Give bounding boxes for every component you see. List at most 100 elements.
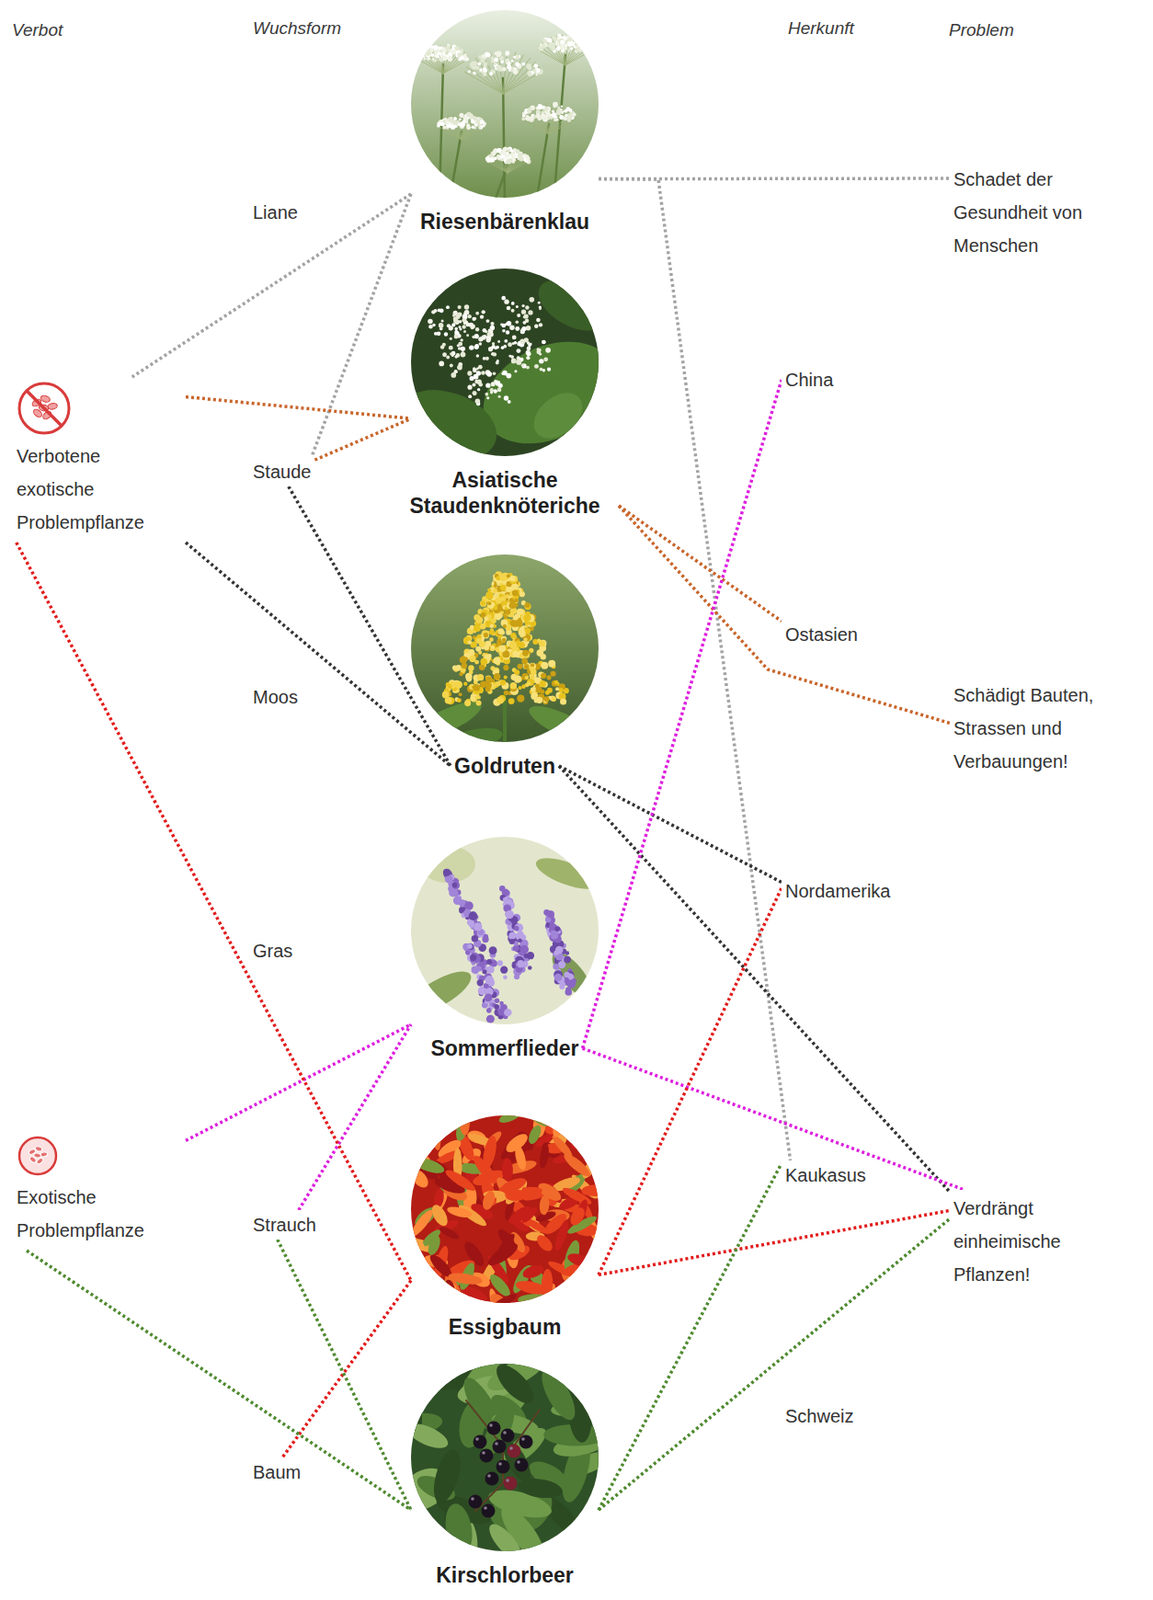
umbel-ray [445,117,462,140]
option-text: Moos [252,684,298,710]
goldenrod-flower [473,614,480,621]
umbel-stem [536,124,549,198]
knotweed-flower [445,305,450,309]
sumac-leaflet [410,1257,431,1286]
knotweed-flower [490,321,494,326]
umbel-flower [442,55,447,60]
plant-photo [410,1363,599,1552]
goldenrod-flower [459,655,468,663]
berry-shine [487,1473,491,1478]
goldenrod-flower [463,682,468,686]
knotweed-flower [492,352,497,356]
sumac-leaflet [437,1224,461,1242]
goldenrod-flower [503,675,508,680]
matching-line [559,765,782,882]
knotweed-flower [506,320,513,327]
buddleja-flower [513,945,520,952]
goldenrod-flower [510,632,516,639]
buddleja-flower [527,965,533,971]
umbel-stem [439,64,444,198]
umbel-flower [482,67,487,71]
goldenrod-flower [503,690,509,696]
umbel-flower [590,45,595,51]
goldenrod-flower [524,614,532,622]
knotweed-flower [454,354,457,358]
goldenrod-flower [492,683,497,687]
buddleja-flower [499,885,505,891]
knotweed-flower [541,340,547,345]
umbel-flower [513,56,516,59]
buddleja-flower [503,1008,512,1017]
growth-form-option: Gras [249,936,297,966]
berry-shine [489,1423,493,1427]
knotweed-flower [463,330,467,333]
buddleja-flower [516,959,525,968]
ban-option: Verbotene exotische Problempflanze [12,376,186,543]
umbel-flower [518,156,525,162]
umbel-ray [548,114,575,135]
sumac-leaflet [492,1231,517,1260]
plant-photo [410,554,599,743]
umbel-flower [498,158,502,161]
knotweed-flower [515,319,520,324]
knotweed-flower [503,339,508,343]
knotweed-flower [441,319,445,322]
knotweed-flower [524,337,529,343]
knotweed-flower [515,305,519,309]
sumac-leaflet [504,1188,528,1202]
knotweed-flower [479,314,484,319]
goldenrod-flower [522,650,529,657]
option-text: China [785,366,834,393]
goldenrod-flower [559,697,567,705]
seed [39,394,51,404]
umbel-flower [415,57,421,62]
goldenrod-flower [506,573,511,578]
umbel-flower [533,68,537,73]
goldenrod-flower [458,692,463,697]
goldenrod-flower [502,664,509,671]
knotweed-leaf [410,376,507,457]
knotweed-flower [461,318,466,322]
buddleja-flower [519,945,529,955]
umbel-flower [537,103,541,107]
umbel-flower [525,117,530,122]
knotweed-flower [480,334,486,340]
knotweed-flower [526,352,532,357]
buddleja-flower [547,910,555,918]
knotweed-flower [449,352,453,355]
buddleja-flower [513,973,520,980]
goldenrod-flower [463,637,471,645]
umbel-flower [585,42,591,47]
umbel-flower [582,46,587,52]
plant-name: Riesenbärenklau [420,208,590,235]
knotweed-flower [449,337,453,341]
buddleja-flower [509,938,515,945]
goldenrod-flower [551,680,559,687]
option-text: Liane [252,199,298,226]
knotweed-flower [510,354,514,359]
laurel-berry [485,1472,500,1486]
umbel-flower [534,63,539,69]
knotweed-flower [458,328,462,332]
growth-form-option: Moos [249,682,302,712]
umbel-flower [514,61,520,67]
plant-circle: Riesenbärenklau [410,10,599,198]
umbel-flower [505,59,511,65]
umbel-flower [512,158,516,162]
sumac-leaflet [521,1262,546,1281]
knotweed-leaf [529,269,599,342]
knotweed-flower [526,346,532,352]
umbel-flower [445,45,451,51]
umbel-flower [536,109,541,115]
knotweed-flower [545,347,551,354]
umbel-flower [436,124,441,128]
sumac-leaflet [552,1218,571,1253]
umbel-flower [501,158,504,161]
knotweed-flower [524,313,529,319]
knotweed-flower [521,326,526,332]
plant-circle: Essigbaum [410,1115,599,1303]
goldenrod-flower [476,699,482,706]
knotweed-flower [472,390,477,395]
knotweed-flower [498,383,503,389]
knotweed-flower [457,346,462,351]
